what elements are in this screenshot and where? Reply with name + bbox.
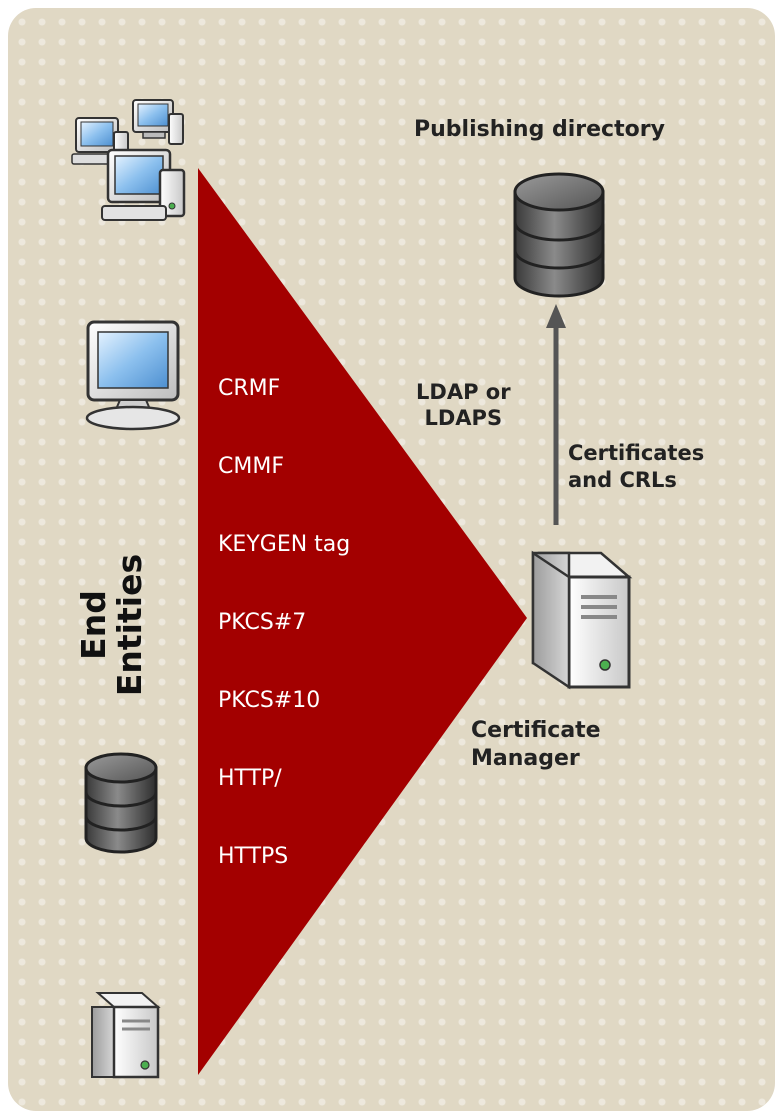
computers-icon [71,99,186,221]
protocol-cmmf: CMMF [218,454,284,479]
publishing-database-icon [513,172,605,298]
protocol-https: HTTPS [218,844,289,869]
end-entities-line1: End [74,590,113,660]
protocol-http: HTTP/ [218,766,282,791]
certificates-label: Certificates and CRLs [568,440,704,494]
certificates-line1: Certificates [568,441,705,465]
end-entities-line2: Entities [110,553,149,697]
certificates-line2: and CRLs [568,468,677,492]
publish-arrow-head [546,304,566,328]
server-icon [91,992,161,1079]
publishing-directory-label: Publishing directory [414,117,665,142]
monitor-icon [85,320,181,431]
protocol-keygen: KEYGEN tag [218,532,351,557]
certificate-manager-server-icon [531,550,633,690]
ldap-line1: LDAP or [416,380,511,404]
protocol-pkcs10: PKCS#10 [218,688,321,713]
ldap-line2: LDAPS [424,406,503,430]
end-entities-label: End Entities [74,515,149,735]
protocol-crmf: CRMF [218,376,281,401]
certificate-manager-line1: Certificate [471,718,601,743]
protocol-pkcs7: PKCS#7 [218,610,307,635]
database-icon [84,752,158,854]
protocol-triangle [198,168,527,1075]
certificate-manager-label: Certificate Manager [471,717,601,773]
ldap-label: LDAP or LDAPS [416,379,511,431]
certificate-manager-line2: Manager [471,746,580,771]
